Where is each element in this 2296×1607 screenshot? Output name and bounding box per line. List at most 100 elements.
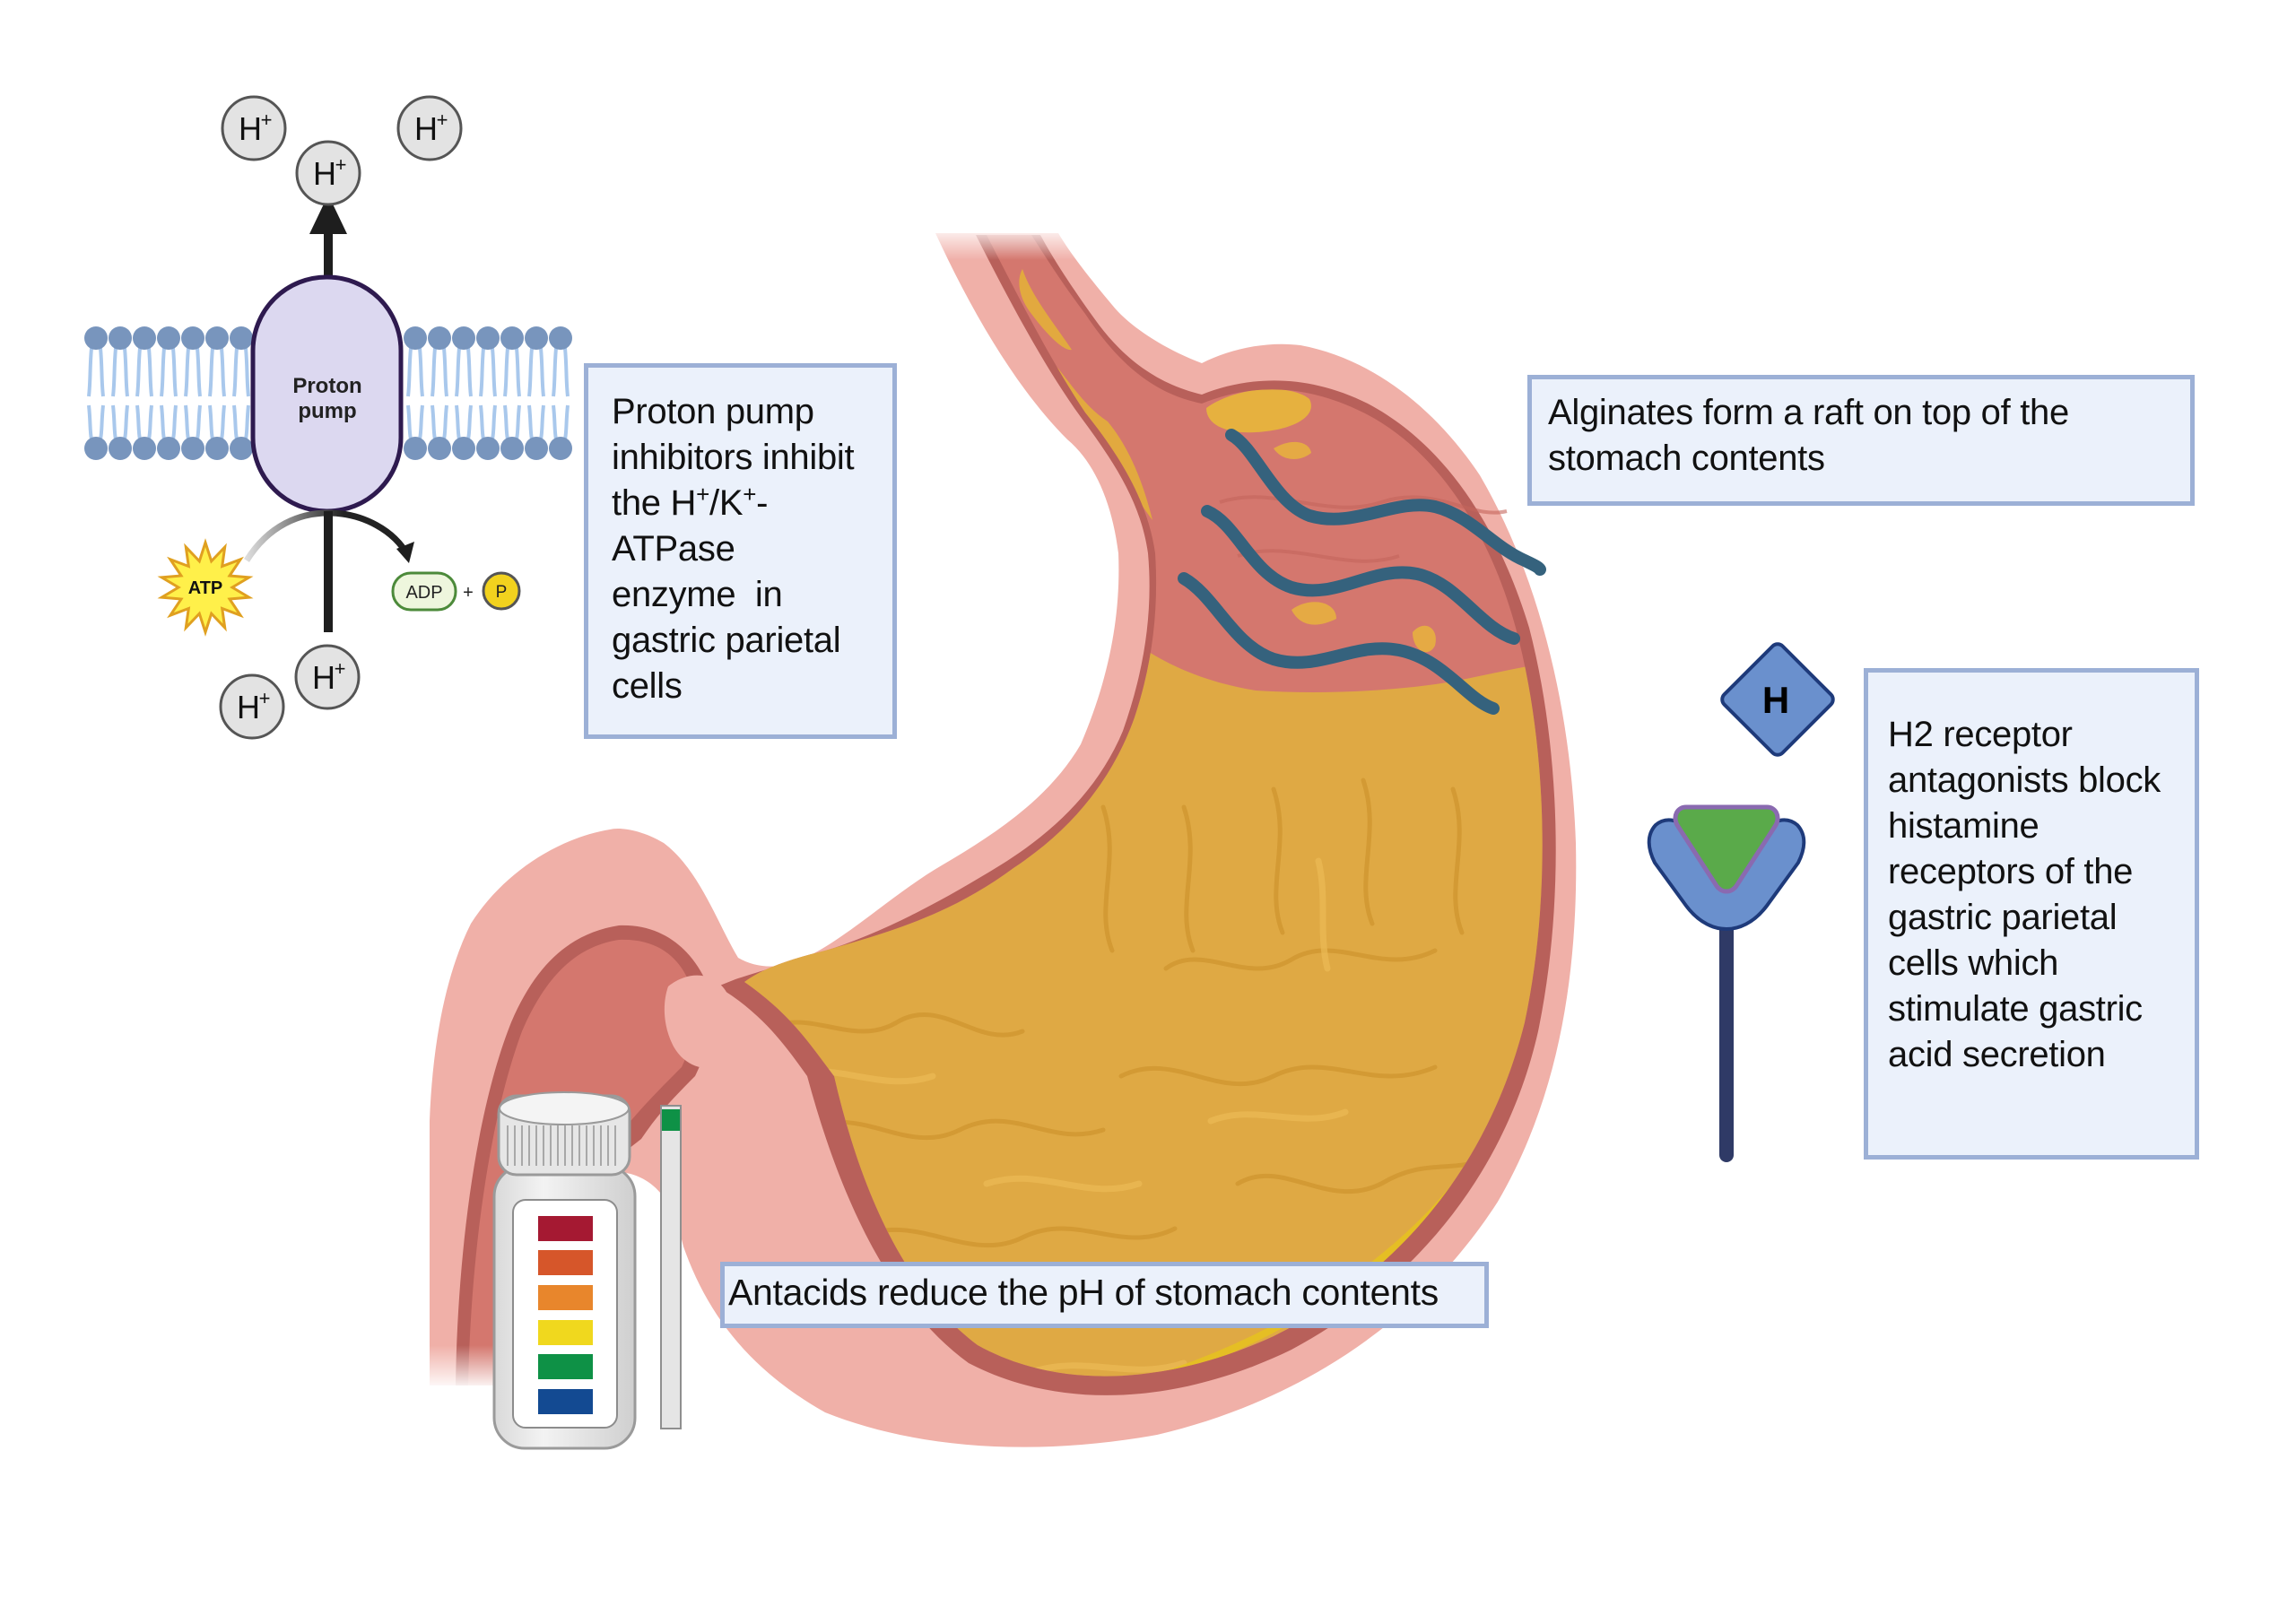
ppi-callout-line: cells (612, 666, 683, 706)
alginate-raft-blob (1206, 388, 1311, 433)
lipid-tail (430, 347, 437, 397)
lipid-tail (123, 404, 129, 440)
lipid-tail (515, 347, 521, 397)
lipid-tail (503, 347, 509, 397)
ppi-callout-line: ATPase (612, 529, 735, 569)
ppi-callout-line: gastric parietal (612, 621, 841, 660)
ppi-callout-line: enzyme in (612, 575, 783, 614)
lipid-tail (244, 347, 250, 397)
lipid-tail (184, 347, 190, 397)
hydrogen-ions: H+H+H+H+H+ (219, 95, 463, 740)
lipid-tail (406, 404, 413, 440)
lipid-tail (527, 404, 534, 440)
raft-wave (1225, 429, 1546, 576)
gastric-rugae-highlights (777, 857, 1349, 1376)
hydrogen-ion: H+ (294, 644, 361, 710)
lipid-tail (87, 347, 93, 397)
atp-arc-arrowhead (396, 542, 414, 563)
adp-plus-sign: + (463, 583, 474, 603)
ph-swatch (538, 1216, 593, 1241)
lipid-head (428, 437, 451, 460)
lipid-tail (455, 347, 461, 397)
histamine-label: H (1762, 679, 1789, 721)
lipid-tail (527, 347, 534, 397)
lipid-head (404, 437, 427, 460)
lipid-tail (430, 404, 437, 440)
ph-color-chart (538, 1216, 593, 1414)
adp-label: ADP (405, 583, 442, 603)
lipid-head (157, 437, 180, 460)
lipid-tail (563, 404, 570, 440)
lipid-head (452, 437, 475, 460)
ph-swatch (538, 1285, 593, 1310)
lipid-head (181, 437, 204, 460)
adp-pill (391, 571, 457, 612)
pyloric-sphincter (664, 975, 732, 1069)
antacids-callout-box: Antacids reduce the pH of stomach conten… (720, 1262, 1489, 1328)
lipid-head (109, 437, 132, 460)
hydrogen-ion-charge: + (437, 109, 448, 131)
lipid-tail (442, 347, 448, 397)
lipid-tail (184, 404, 190, 440)
histamine-diamond (1720, 642, 1835, 757)
lipid-tail (99, 347, 105, 397)
h2-receptor-diagram: H (1647, 642, 1835, 1162)
hydrogen-ion-label: H (312, 659, 335, 696)
lipid-tail (220, 347, 226, 397)
ph-swatch (538, 1389, 593, 1414)
lipid-head (205, 437, 229, 460)
lipid-tail (160, 404, 166, 440)
lipid-tail (232, 404, 239, 440)
hydrogen-ion-label: H (313, 155, 336, 192)
lipid-tail (552, 404, 558, 440)
lipid-head (549, 326, 572, 350)
hydrogen-ion-circle (219, 673, 285, 740)
alginates-callout-box: Alginates form a raft on top of the stom… (1527, 375, 2195, 506)
alginate-raft-blob (1274, 441, 1311, 459)
ph-test-strip-pad (662, 1109, 680, 1131)
lipid-tail (171, 347, 178, 397)
lipid-tail (479, 347, 485, 397)
proton-pump-label-line2: pump (298, 399, 356, 423)
antacid-ph-kit (492, 1091, 682, 1450)
lipid-tail (503, 404, 509, 440)
hydrogen-ion-charge: + (335, 657, 346, 680)
hydrogen-ion-circle (295, 140, 361, 206)
h2-antagonists-callout-box: H2 receptor antagonists block histamine … (1864, 668, 2199, 1160)
lipid-tail (196, 404, 202, 440)
lipid-head (84, 326, 108, 350)
lipid-head (500, 437, 524, 460)
lipid-tail (442, 404, 448, 440)
raft-wave (1201, 505, 1520, 645)
hydrogen-ion-label: H (414, 110, 438, 147)
lipid-tail (160, 347, 166, 397)
hydrogen-ion-charge: + (259, 687, 271, 709)
hydrogen-ion-circle (294, 644, 361, 710)
proton-pump-label-line1: Proton (292, 374, 361, 398)
lipid-head (525, 326, 548, 350)
lipid-tail (479, 404, 485, 440)
lipid-bilayer (84, 326, 572, 460)
lipid-tail (135, 404, 142, 440)
lipid-head (133, 437, 156, 460)
lipid-tail (147, 347, 153, 397)
ppi-callout-line: inhibitors inhibit (612, 438, 855, 477)
lipid-tail (99, 404, 105, 440)
h2-callout-text: H2 receptor antagonists block histamine … (1888, 715, 2161, 1074)
alginates-callout-text: Alginates form a raft on top of the stom… (1548, 393, 2069, 478)
phosphate-circle (482, 571, 521, 611)
alginate-raft-waves (1178, 429, 1546, 715)
bottle-cap-top (499, 1091, 630, 1125)
lipid-tail (466, 347, 473, 397)
ppi-callout-box: Proton pump inhibitors inhibit the H+/K+… (584, 363, 897, 739)
lipid-tail (455, 404, 461, 440)
lipid-tail (111, 347, 117, 397)
lipid-head (428, 326, 451, 350)
lipid-tail (196, 347, 202, 397)
phosphate-label: P (496, 583, 508, 602)
h2-antagonist-triangle (1673, 804, 1780, 894)
lipid-tail (491, 404, 497, 440)
ph-test-strip (660, 1105, 682, 1429)
lipid-head (205, 326, 229, 350)
